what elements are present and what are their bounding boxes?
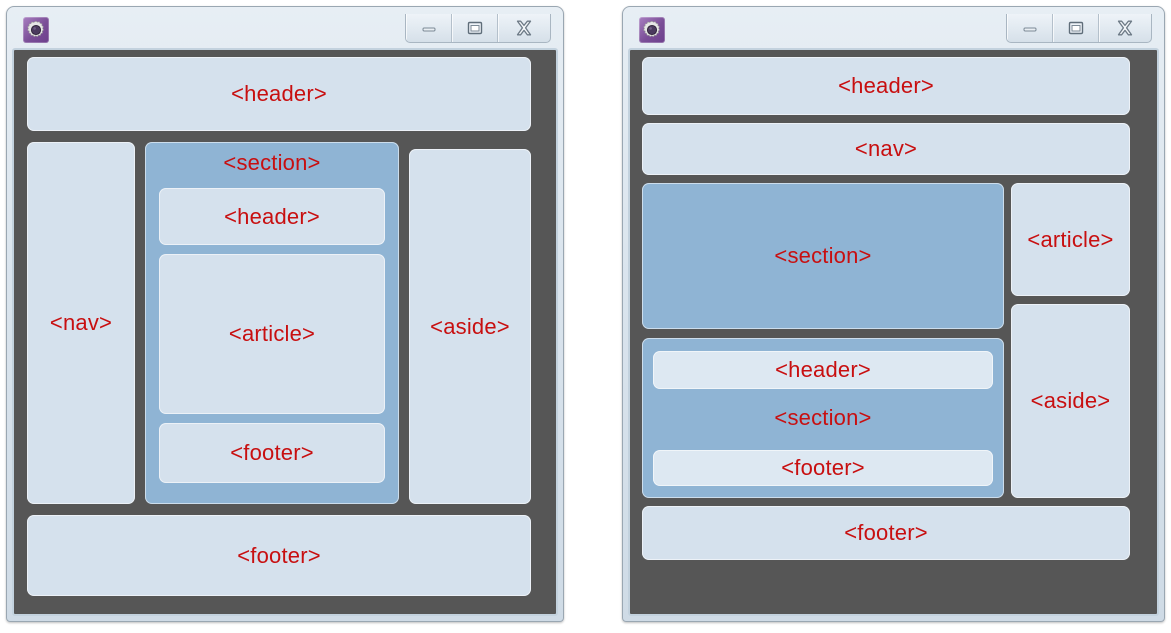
region-section-article[interactable]: <article> [159,254,385,414]
region-header-label: <header> [838,73,934,98]
region-aside-label: <aside> [1030,388,1111,413]
region-section-bottom-header-label: <header> [775,357,871,382]
right-window[interactable]: <header> <nav> <section> <article> <sect… [622,6,1165,622]
region-header[interactable]: <header> [27,57,531,131]
region-aside[interactable]: <aside> [409,149,531,504]
region-footer[interactable]: <footer> [642,506,1130,560]
region-nav-label: <nav> [854,136,918,161]
region-section-article-label: <article> [228,321,316,346]
region-section[interactable]: <section> <header> <article> <footer> [145,142,399,504]
region-aside-label: <aside> [430,313,510,339]
region-section-top[interactable]: <section> [642,183,1004,329]
region-section-label: <section> [223,150,321,175]
maximize-button[interactable] [1053,14,1099,42]
region-article-label: <article> [1027,226,1114,252]
region-article[interactable]: <article> [1011,183,1130,296]
region-section-bottom-footer-label: <footer> [781,455,865,480]
region-nav-label: <nav> [49,310,113,335]
right-window-controls[interactable] [1006,14,1152,43]
region-aside[interactable]: <aside> [1011,304,1130,498]
minimize-icon [1023,27,1036,32]
close-button[interactable] [1099,14,1151,42]
region-footer[interactable]: <footer> [27,515,531,596]
region-section-footer[interactable]: <footer> [159,423,385,483]
region-header[interactable]: <header> [642,57,1130,115]
maximize-icon [1068,21,1083,35]
region-footer-label: <footer> [844,520,928,545]
maximize-icon [467,21,482,35]
maximize-button[interactable] [452,14,498,42]
region-header-label: <header> [231,81,327,106]
region-section-bottom[interactable]: <section> <header> <footer> [642,338,1004,498]
region-section-footer-label: <footer> [230,440,314,465]
minimize-icon [422,27,435,32]
left-window-controls[interactable] [405,14,551,43]
region-section-top-label: <section> [774,243,872,268]
close-icon [1117,20,1133,36]
left-window-content: <header> <nav> <section> <header> <artic… [12,48,558,616]
region-nav[interactable]: <nav> [642,123,1130,175]
close-icon [516,20,532,36]
right-window-titlebar[interactable] [629,13,1158,49]
region-footer-label: <footer> [237,542,321,568]
gear-icon [23,17,49,43]
gear-icon [639,17,665,43]
minimize-button[interactable] [406,14,452,42]
region-section-bottom-footer[interactable]: <footer> [653,450,993,486]
close-button[interactable] [498,14,550,42]
left-window[interactable]: <header> <nav> <section> <header> <artic… [6,6,564,622]
left-window-titlebar[interactable] [13,13,557,49]
region-section-bottom-label: <section> [774,405,872,430]
right-window-content: <header> <nav> <section> <article> <sect… [628,48,1159,616]
region-section-header-label: <header> [224,203,320,229]
region-section-bottom-header[interactable]: <header> [653,351,993,389]
region-section-header[interactable]: <header> [159,188,385,245]
region-nav[interactable]: <nav> [27,142,135,504]
minimize-button[interactable] [1007,14,1053,42]
